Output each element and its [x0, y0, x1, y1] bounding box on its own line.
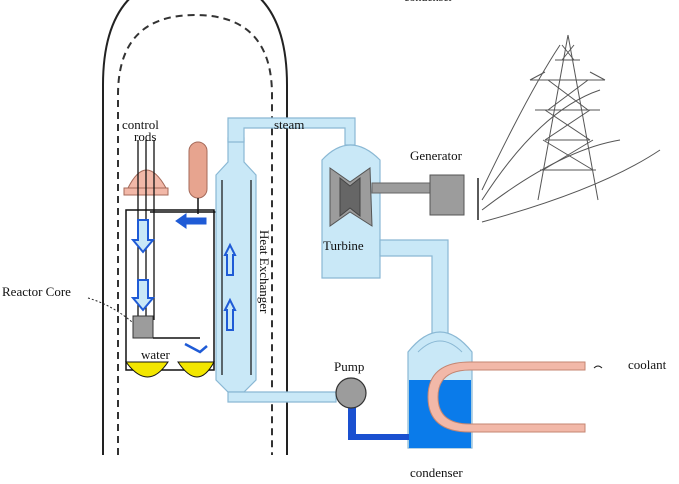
pressurizer — [188, 141, 208, 214]
label-reactor-core: Reactor Core — [2, 284, 71, 299]
label-control-rods-1: control — [122, 117, 159, 132]
containment-building — [102, 0, 288, 455]
reactor-core — [132, 315, 154, 339]
condenser — [407, 331, 586, 449]
power-lines — [481, 44, 661, 223]
label-pump: Pump — [334, 359, 365, 374]
label-condenser: condenser — [410, 465, 463, 480]
label-coolant: coolant — [628, 357, 667, 372]
transmission-tower — [529, 34, 606, 201]
pump-return-pipe — [348, 405, 409, 440]
inner-dome-dashed — [117, 13, 273, 455]
core-leader-line — [87, 297, 133, 323]
label-steam: steam — [274, 117, 305, 132]
coolant-tube — [427, 361, 586, 433]
yellow-dome-right — [177, 361, 215, 378]
feedwater-pipe — [227, 391, 337, 403]
outer-dome — [102, 0, 288, 455]
yellow-dome-left — [125, 361, 169, 378]
flow-arrows-down — [130, 219, 156, 312]
label-control-rods-2: rods — [134, 129, 157, 144]
label-water: water — [141, 347, 170, 362]
flow-arrow-bottom — [184, 342, 208, 354]
pump — [335, 377, 367, 409]
label-heat-exchanger: Heat Exchanger — [257, 230, 272, 314]
coolant-arrow-icon — [593, 365, 603, 369]
label-turbine: Turbine — [323, 238, 364, 253]
exhaust-pipe — [379, 239, 449, 341]
generator — [429, 174, 465, 216]
label-generator: Generator — [410, 148, 462, 163]
label-top-cut: condenser — [404, 0, 453, 3]
heat-exchanger — [215, 137, 257, 393]
turbine — [321, 144, 431, 279]
flow-arrow-left — [175, 213, 207, 229]
